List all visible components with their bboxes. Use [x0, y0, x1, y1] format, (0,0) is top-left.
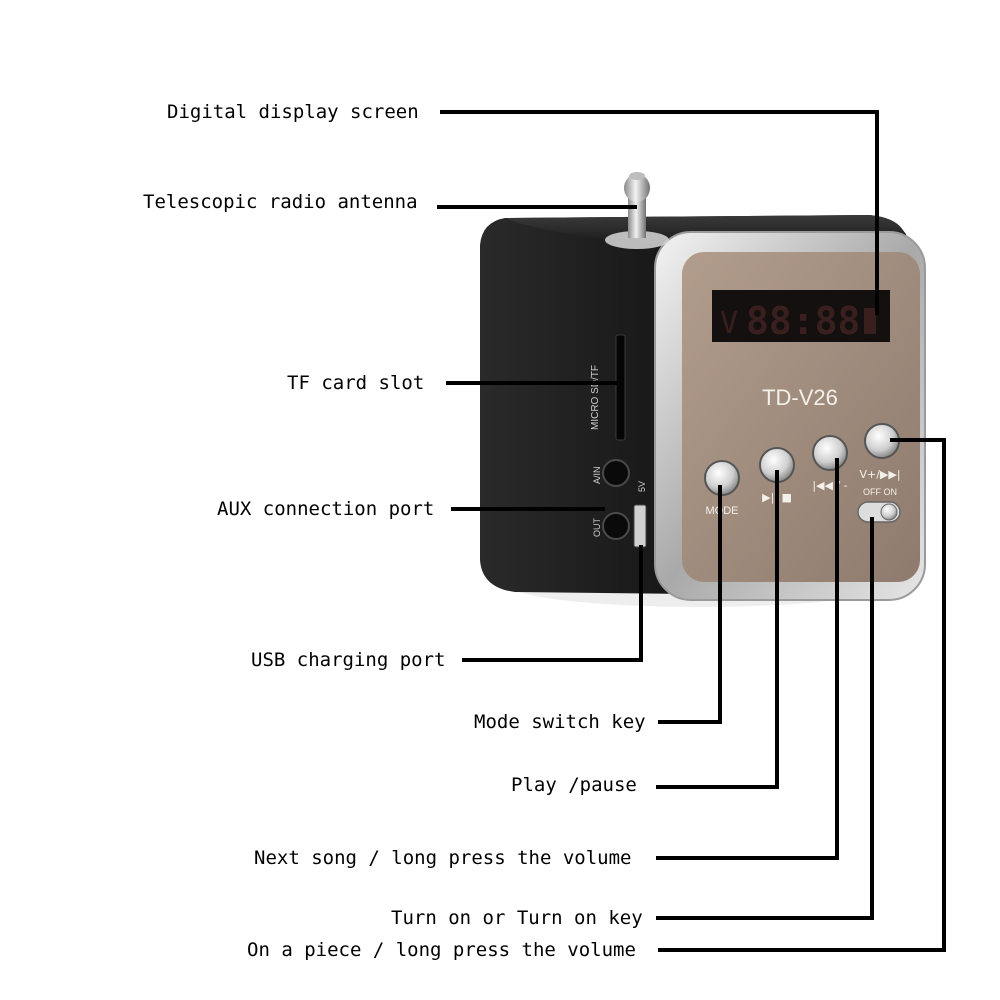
callout-mode: Mode switch key	[474, 711, 646, 733]
power-leader	[656, 517, 874, 920]
play-leader	[656, 470, 779, 789]
aux-out-label: OUT	[592, 518, 602, 538]
callout-power: Turn on or Turn on key	[391, 907, 643, 929]
callout-display: Digital display screen	[167, 101, 419, 123]
usb-port	[633, 504, 647, 548]
callout-prev: On a piece / long press the volume	[247, 939, 636, 961]
callout-lines	[437, 110, 946, 952]
next-leader	[656, 458, 839, 860]
tf-card-slot	[615, 334, 626, 441]
aux-in-label: A/IN	[592, 466, 602, 484]
aux-out-port	[602, 512, 630, 540]
power-switch-knob	[880, 503, 898, 521]
display-digits: 88:88	[746, 299, 860, 343]
prev-button-label: |◀◀ / -	[812, 479, 847, 492]
power-switch-label: OFF ON	[863, 487, 897, 497]
callout-tf-slot: TF card slot	[287, 372, 425, 394]
telescopic-antenna	[605, 172, 669, 249]
callout-usb: USB charging port	[251, 649, 446, 671]
aux-in-port	[602, 459, 630, 487]
tf-slot-label: MICRO SD/TF	[590, 365, 601, 430]
prev-volume-down-button[interactable]	[812, 435, 848, 471]
callout-aux: AUX connection port	[217, 498, 435, 520]
callout-next: Next song / long press the volume	[254, 847, 632, 869]
usb-leader	[462, 545, 643, 662]
svg-text:V: V	[720, 306, 738, 341]
callout-play: Play /pause	[511, 774, 637, 796]
display-leader	[440, 110, 879, 315]
usb-label: 5V	[637, 481, 647, 492]
prev-leader	[658, 438, 946, 952]
mode-leader	[658, 485, 722, 724]
callout-antenna: Telescopic radio antenna	[143, 191, 418, 213]
digital-display: V 88:88	[712, 290, 890, 343]
model-label: TD-V26	[762, 385, 838, 410]
next-button-label: V+/▶▶|	[859, 468, 900, 481]
